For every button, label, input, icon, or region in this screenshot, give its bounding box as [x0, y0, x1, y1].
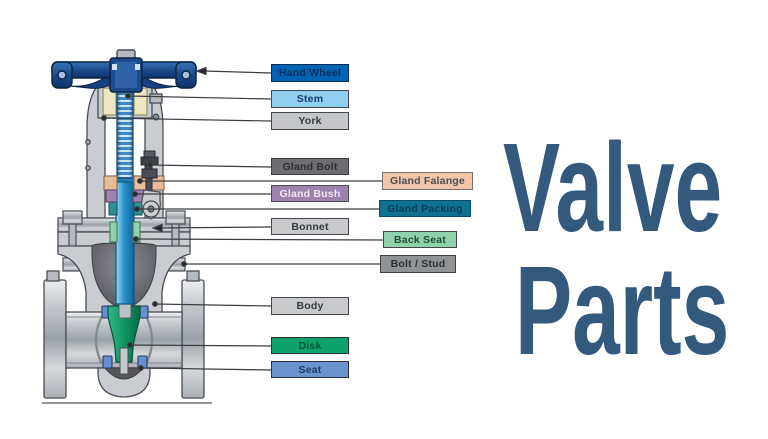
label-gland-bolt: Gland Bolt	[271, 158, 349, 175]
label-seat: Seat	[271, 361, 349, 378]
label-gland-bush: Gland Bush	[271, 185, 349, 202]
bolt-stud-drawing	[62, 210, 186, 272]
label-body: Body	[271, 297, 349, 315]
label-back-seat: Back Seat	[383, 231, 457, 248]
disk-drawing	[107, 305, 141, 375]
label-bolt-stud: Bolt / Stud	[380, 255, 456, 273]
label-gland-packing: Gland Packing	[379, 200, 471, 217]
label-gland-falange: Gland Falange	[382, 172, 473, 190]
hand-wheel-drawing	[51, 49, 197, 93]
label-york: York	[271, 112, 349, 130]
title-line-1: Valve	[503, 117, 723, 258]
label-bonnet: Bonnet	[271, 218, 349, 235]
back-seat-drawing	[109, 221, 141, 243]
title-line-2: Parts	[515, 240, 730, 381]
label-stem: Stem	[271, 90, 349, 108]
label-disk: Disk	[271, 337, 349, 354]
leader-lines	[101, 66, 384, 371]
label-hand-wheel: Hand Wheel	[271, 64, 349, 82]
